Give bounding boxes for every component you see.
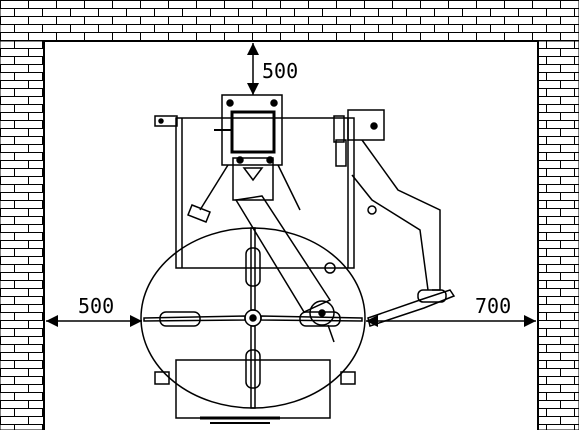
- left-wall: [0, 40, 45, 430]
- tower-column: [187, 94, 301, 223]
- right-clearance-label: 700: [475, 294, 511, 318]
- turntable: [140, 227, 366, 409]
- bead-breaker-arm: [333, 109, 456, 327]
- swing-arm: [234, 195, 336, 343]
- dimension-lines: [46, 43, 536, 327]
- right-wall: [537, 40, 579, 430]
- top-wall: [0, 0, 579, 42]
- tire-changer-machine: [140, 94, 456, 424]
- machine-cabinet: [154, 115, 356, 424]
- left-clearance-label: 500: [78, 294, 114, 318]
- top-clearance-label: 500: [262, 59, 298, 83]
